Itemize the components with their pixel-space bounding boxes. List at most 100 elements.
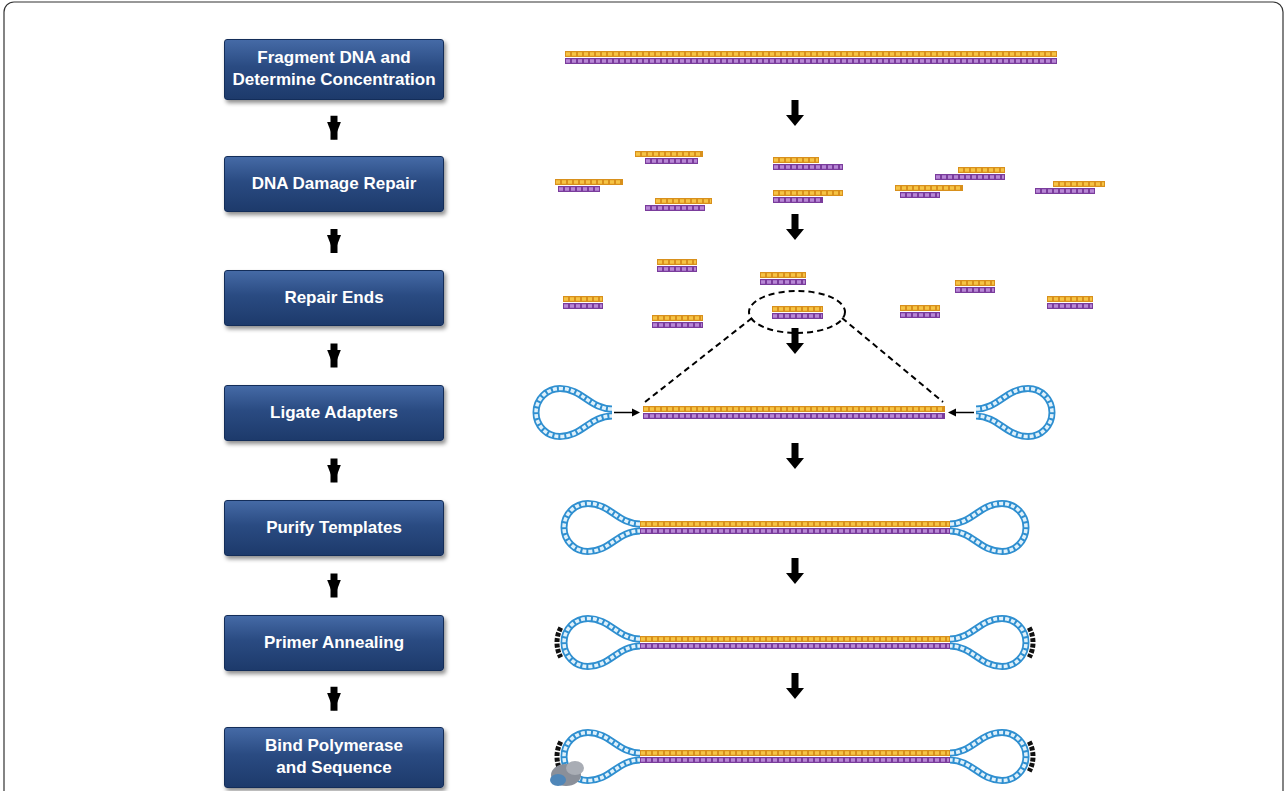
dna-strand xyxy=(652,315,703,321)
frame xyxy=(4,2,1283,791)
process-box: Fragment DNA and Determine Concentration xyxy=(224,39,444,100)
flow-arrow xyxy=(331,459,338,483)
dna-strand-texture xyxy=(761,280,805,284)
dna-strand-texture xyxy=(896,186,962,190)
dna-strand-texture xyxy=(641,637,949,641)
dna-strand-texture xyxy=(566,52,1056,56)
hairpin-adapter xyxy=(557,733,640,781)
dna-strand xyxy=(652,322,703,328)
dna-strand xyxy=(640,528,950,534)
dna-strand-texture xyxy=(956,281,994,285)
dna-strand-texture xyxy=(559,187,599,191)
dna-strand-texture xyxy=(653,323,702,327)
step-label: Fragment DNA and Determine Concentration xyxy=(231,47,437,91)
workflow-illustration xyxy=(536,51,1105,786)
dna-strand xyxy=(900,312,940,318)
step-label: Purify Templates xyxy=(266,517,402,539)
dna-strand xyxy=(1047,296,1093,302)
dna-strand xyxy=(645,205,705,211)
dna-strand xyxy=(760,272,806,278)
dna-strand xyxy=(645,158,698,164)
polymerase xyxy=(550,761,584,786)
dna-strand-texture xyxy=(644,407,944,411)
dna-strand xyxy=(895,185,963,191)
dna-strand-texture xyxy=(901,306,939,310)
dna-strand xyxy=(563,296,603,302)
dna-strand-texture xyxy=(564,297,602,301)
dna-strand xyxy=(565,51,1057,57)
dna-strand-texture xyxy=(774,165,842,169)
dna-strand xyxy=(955,280,995,286)
dna-strand xyxy=(657,266,697,272)
dna-strand-texture xyxy=(646,159,697,163)
hairpin-adapter xyxy=(557,619,640,667)
dna-strand-texture xyxy=(901,313,939,317)
dna-strand-texture xyxy=(959,168,1004,172)
hairpin-adapter xyxy=(950,619,1033,667)
hairpin-adapter xyxy=(564,504,640,552)
primer xyxy=(1029,628,1033,658)
dna-strand xyxy=(640,643,950,649)
dna-strand xyxy=(900,192,940,198)
dna-strand-texture xyxy=(773,307,822,311)
process-box: Primer Annealing xyxy=(224,615,444,671)
process-box: Purify Templates xyxy=(224,500,444,556)
dna-strand-texture xyxy=(641,751,949,755)
dna-strand-texture xyxy=(774,198,822,202)
dna-strand xyxy=(640,750,950,756)
hairpin-adapter xyxy=(976,389,1052,437)
dna-strand xyxy=(773,197,823,203)
flow-arrow xyxy=(331,344,338,368)
flow-arrow xyxy=(331,116,338,140)
dna-strand-texture xyxy=(566,59,1056,63)
process-box: Repair Ends xyxy=(224,270,444,326)
hairpin-adapter xyxy=(950,504,1026,552)
dna-strand-texture xyxy=(936,175,1004,179)
process-box: DNA Damage Repair xyxy=(224,156,444,212)
dna-strand-texture xyxy=(658,267,696,271)
hairpin-adapter xyxy=(536,389,612,437)
zoom-ellipse xyxy=(749,291,845,333)
dna-strand xyxy=(760,279,806,285)
dna-strand xyxy=(655,198,712,204)
process-box: Ligate Adapters xyxy=(224,385,444,441)
dna-strand-texture xyxy=(556,180,622,184)
dna-strand-texture xyxy=(761,273,805,277)
process-box: Bind Polymerase and Sequence xyxy=(224,727,444,788)
flow-arrow xyxy=(331,687,338,711)
dna-strand xyxy=(643,406,945,412)
dna-strand-texture xyxy=(641,758,949,762)
dna-strand-texture xyxy=(641,529,949,533)
dna-strand xyxy=(772,306,823,312)
dna-strand-texture xyxy=(774,158,818,162)
flow-arrow xyxy=(331,229,338,253)
step-label: Ligate Adapters xyxy=(270,402,398,424)
dna-strand-texture xyxy=(1054,182,1104,186)
dna-strand xyxy=(657,259,697,265)
dna-strand xyxy=(635,151,703,157)
dna-strand-texture xyxy=(1036,189,1094,193)
dna-strand xyxy=(773,157,819,163)
dna-strand-texture xyxy=(901,193,939,197)
dna-strand-texture xyxy=(658,260,696,264)
dna-strand-texture xyxy=(646,206,704,210)
dna-strand-texture xyxy=(1048,297,1092,301)
dna-strand xyxy=(640,636,950,642)
dna-strand xyxy=(772,313,823,319)
dna-strand-texture xyxy=(656,199,711,203)
dna-strand xyxy=(1053,181,1105,187)
dna-strand xyxy=(555,179,623,185)
dna-strand xyxy=(558,186,600,192)
hairpin-adapter xyxy=(950,733,1033,781)
dna-strand xyxy=(640,521,950,527)
primer xyxy=(557,628,561,658)
dna-strand xyxy=(1035,188,1095,194)
dna-strand xyxy=(563,303,603,309)
dna-strand xyxy=(935,174,1005,180)
dna-strand xyxy=(773,164,843,170)
dna-strand-texture xyxy=(636,152,702,156)
dna-strand-texture xyxy=(956,288,994,292)
dna-strand-texture xyxy=(653,316,702,320)
